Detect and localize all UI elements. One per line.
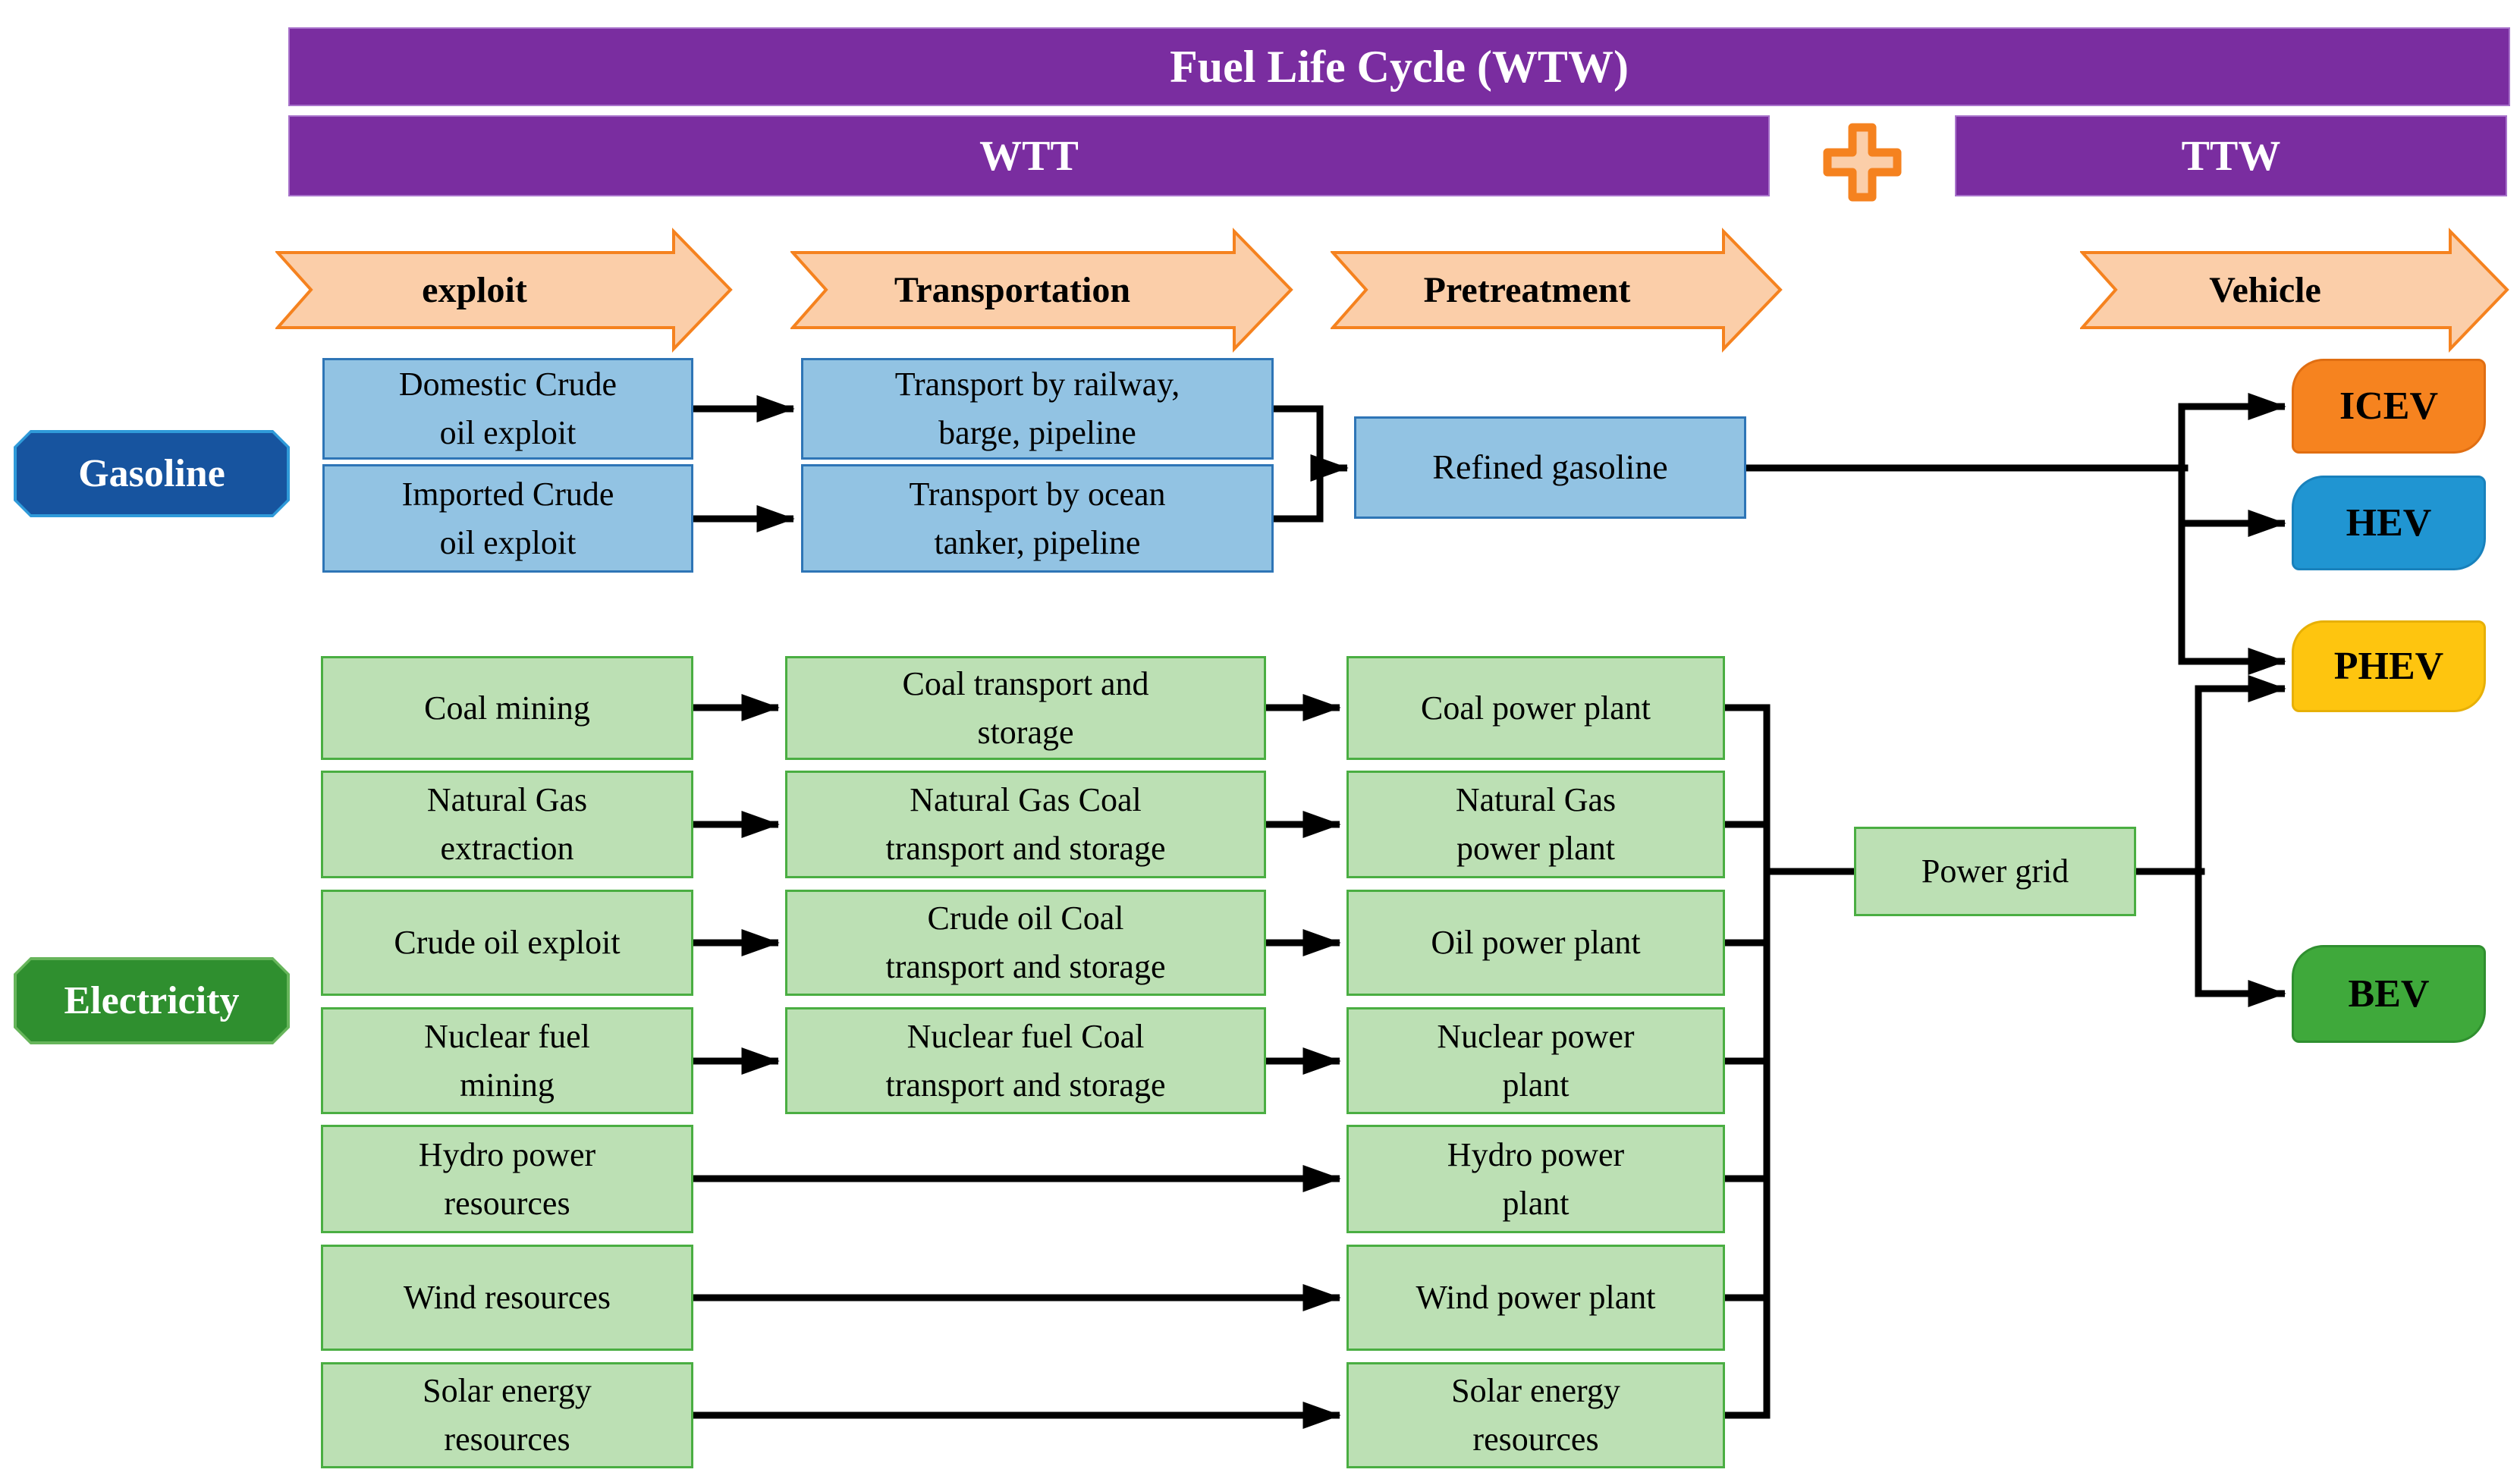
vehicle-box-bev: BEV bbox=[2292, 945, 2486, 1043]
title-wtt-label: WTT bbox=[979, 132, 1079, 180]
box-wind-resources: Wind resources bbox=[321, 1245, 693, 1351]
stage-label-vehicle: Vehicle bbox=[2209, 270, 2321, 310]
stage-label-transportation: Transportation bbox=[894, 270, 1131, 310]
stage-arrow-vehicle: Vehicle bbox=[2080, 228, 2511, 353]
arrow-shape-icon bbox=[2080, 228, 2509, 353]
pathway-label-gasoline: Gasoline bbox=[14, 430, 290, 517]
stage-arrow-transportation: Transportation bbox=[790, 228, 1295, 353]
box-solar-energy-resources: Solar energy resources bbox=[321, 1362, 693, 1468]
pathway-label-fill bbox=[17, 960, 287, 1041]
box-oil-power-plant: Oil power plant bbox=[1346, 890, 1725, 996]
title-bar-wtt: WTT bbox=[288, 115, 1770, 196]
vehicle-box-hev: HEV bbox=[2292, 476, 2486, 570]
stage-arrow-exploit: exploit bbox=[275, 228, 734, 353]
box-solar-energy-resources-plant: Solar energy resources bbox=[1346, 1362, 1725, 1468]
stage-label-pretreatment: Pretreatment bbox=[1423, 270, 1631, 310]
box-nuclear-fuel-transport-storage: Nuclear fuel Coal transport and storage bbox=[785, 1007, 1266, 1114]
arrow-shape-icon bbox=[1331, 228, 1783, 353]
box-domestic-crude-oil-exploit: Domestic Crude oil exploit bbox=[322, 358, 693, 460]
box-power-grid: Power grid bbox=[1854, 827, 2136, 916]
title-bar-ttw: TTW bbox=[1955, 115, 2507, 196]
plus-icon bbox=[1823, 123, 1902, 202]
box-imported-crude-oil-exploit: Imported Crude oil exploit bbox=[322, 464, 693, 573]
stage-label-exploit: exploit bbox=[422, 270, 527, 310]
pathway-label-fill bbox=[17, 433, 287, 514]
box-hydro-power-plant: Hydro power plant bbox=[1346, 1125, 1725, 1233]
title-wtw-label: Fuel Life Cycle (WTW) bbox=[1170, 41, 1629, 92]
box-natural-gas-power-plant: Natural Gas power plant bbox=[1346, 771, 1725, 878]
electricity-label-text: Electricity bbox=[64, 979, 240, 1022]
box-hydro-power-resources: Hydro power resources bbox=[321, 1125, 693, 1233]
arrow-shape-icon bbox=[790, 228, 1293, 353]
box-nuclear-power-plant: Nuclear power plant bbox=[1346, 1007, 1725, 1114]
vehicle-box-phev: PHEV bbox=[2292, 620, 2486, 712]
box-coal-power-plant: Coal power plant bbox=[1346, 656, 1725, 760]
vehicle-box-icev: ICEV bbox=[2292, 359, 2486, 454]
title-bar-wtw: Fuel Life Cycle (WTW) bbox=[288, 27, 2510, 106]
box-coal-mining: Coal mining bbox=[321, 656, 693, 760]
stage-arrow-pretreatment: Pretreatment bbox=[1331, 228, 1784, 353]
box-transport-ocean-tanker-pipeline: Transport by ocean tanker, pipeline bbox=[801, 464, 1274, 573]
title-ttw-label: TTW bbox=[2181, 132, 2281, 180]
box-transport-railway-barge-pipeline: Transport by railway, barge, pipeline bbox=[801, 358, 1274, 460]
arrow-shape-icon bbox=[275, 228, 733, 353]
box-crude-oil-exploit: Crude oil exploit bbox=[321, 890, 693, 996]
box-nuclear-fuel-mining: Nuclear fuel mining bbox=[321, 1007, 693, 1114]
gasoline-label-text: Gasoline bbox=[78, 452, 225, 495]
box-wind-power-plant: Wind power plant bbox=[1346, 1245, 1725, 1351]
box-crude-oil-transport-storage: Crude oil Coal transport and storage bbox=[785, 890, 1266, 996]
box-natural-gas-extraction: Natural Gas extraction bbox=[321, 771, 693, 878]
box-natural-gas-transport-storage: Natural Gas Coal transport and storage bbox=[785, 771, 1266, 878]
box-refined-gasoline: Refined gasoline bbox=[1354, 416, 1746, 519]
pathway-label-electricity: Electricity bbox=[14, 957, 290, 1044]
box-coal-transport-storage: Coal transport and storage bbox=[785, 656, 1266, 760]
